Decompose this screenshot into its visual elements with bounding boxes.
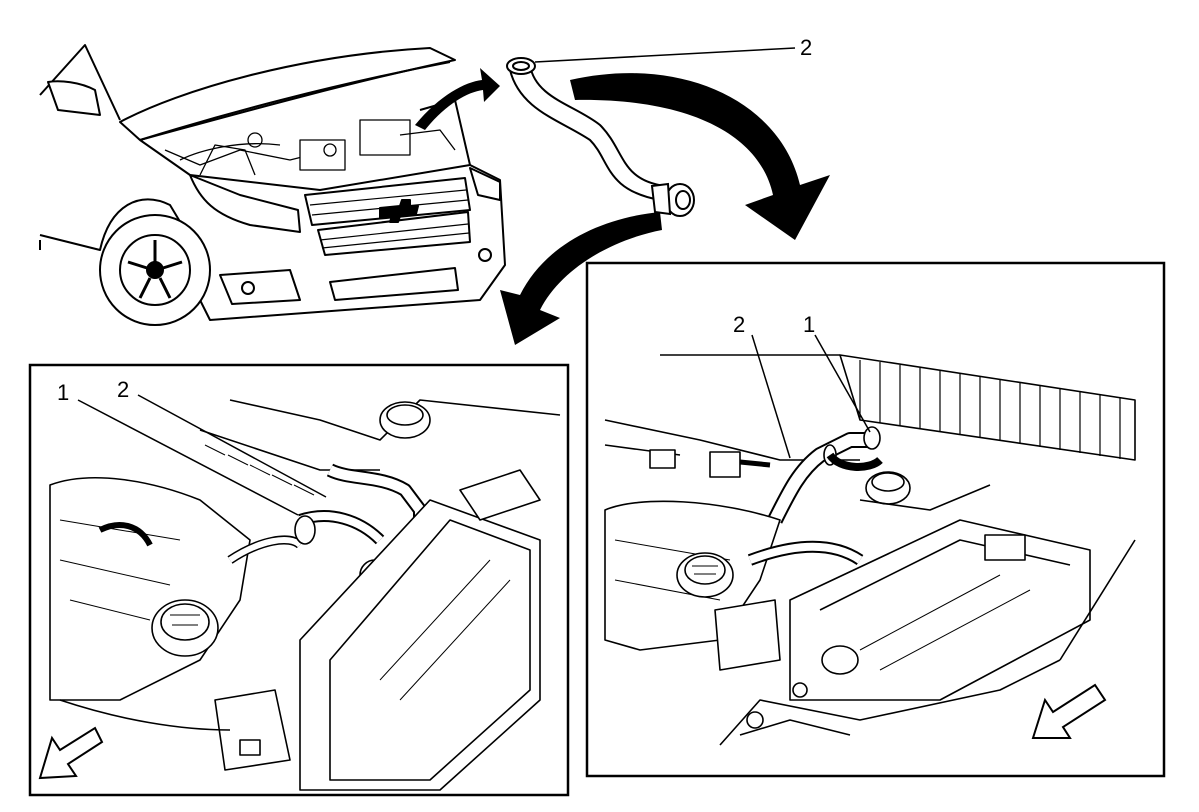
front-direction-arrow-icon	[38, 726, 104, 780]
front-direction-arrow-icon	[1031, 683, 1107, 739]
coolant-hose-part	[506, 57, 695, 217]
svg-text:1: 1	[57, 380, 69, 405]
flow-arrow-icon	[570, 73, 830, 240]
callout-left-1: 1	[57, 380, 299, 516]
svg-text:2: 2	[117, 377, 129, 402]
svg-text:2: 2	[800, 35, 812, 60]
left-inset-panel: 1 2	[28, 363, 570, 797]
svg-text:1: 1	[803, 312, 815, 337]
svg-text:2: 2	[733, 312, 745, 337]
flow-arrow-icon	[500, 212, 662, 345]
right-inset-panel: 2 1	[585, 261, 1166, 778]
vehicle-overview	[39, 44, 506, 326]
flow-arrow-icon	[415, 68, 500, 130]
callout-right-1: 1	[803, 312, 871, 433]
callout-overview-2: 2	[534, 35, 812, 63]
callout-right-2: 2	[733, 312, 791, 459]
callout-left-2: 2	[117, 377, 327, 498]
